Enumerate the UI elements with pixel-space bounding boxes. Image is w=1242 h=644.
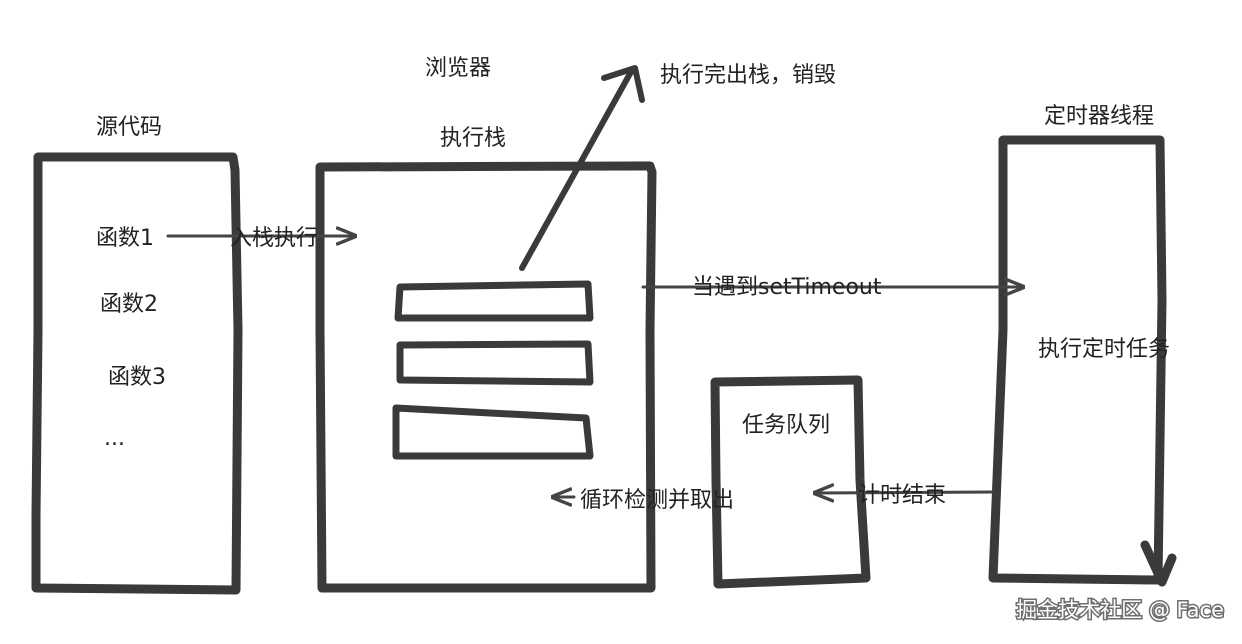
source-code-label: 源代码 [96,115,162,140]
func3-label: 函数3 [108,365,166,390]
pop-destroy-arrow [519,67,635,271]
stack-frame-2 [396,340,594,386]
task-queue-panel [710,375,871,589]
execution-stack-panel [315,161,657,593]
stack-frame-3 [392,404,594,460]
exec-timer-task-label: 执行定时任务 [1038,337,1170,362]
task-queue-label: 任务队列 [742,413,830,438]
stack-frame-1 [394,280,594,322]
exec-stack-label: 执行栈 [440,126,506,151]
watermark: 掘金技术社区 @ Face [1016,598,1224,622]
ellipsis-label: ... [104,426,125,451]
timer-end-label: 计时结束 [858,483,946,508]
pop-destroy-arrowhead [601,65,645,103]
pop-destroy-label: 执行完出栈，销毁 [660,63,836,88]
browser-label: 浏览器 [425,56,491,81]
loop-check-label: 循环检测并取出 [580,488,734,513]
timer-thread-panel [988,135,1177,587]
timer-end-arrow [815,492,995,493]
func1-label: 函数1 [96,226,154,251]
on-settimeout-label: 当遇到setTimeout [692,275,882,300]
timer-thread-label: 定时器线程 [1044,104,1154,129]
push-exec-label: 入栈执行 [230,226,318,251]
source-code-panel [31,152,243,595]
func2-label: 函数2 [100,292,158,317]
